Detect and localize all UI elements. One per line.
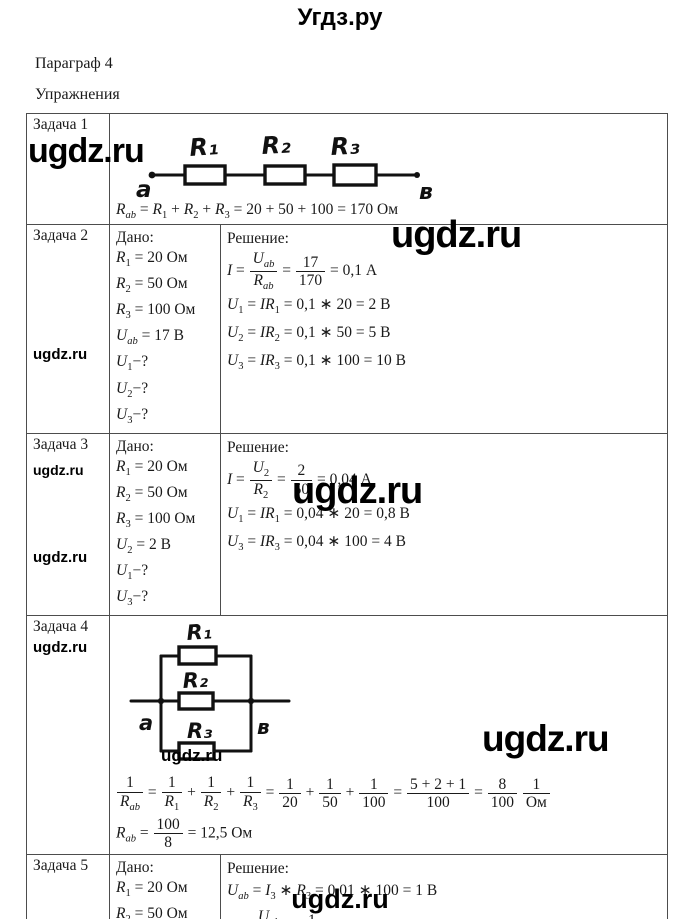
task-3-label: Задача 3 (26, 432, 110, 617)
task-5-label: Задача 5 (26, 854, 110, 919)
paragraph-heading: Параграф 4 (35, 55, 113, 72)
task-3-given: Дано: R1 = 20 Ом R2 = 50 Ом R3 = 100 Ом … (109, 432, 221, 617)
solution-line: U3 = IR3 = 0,04 ∗ 100 = 4 В (227, 532, 406, 553)
watermark: ugdz.ru (482, 718, 610, 759)
given-line: U1−? (116, 562, 149, 583)
given-heading: Дано: (116, 437, 154, 455)
given-line: U2 = 2 В (116, 536, 171, 557)
task-5-given: Дано: R1 = 20 Ом R2 = 50 Ом R3 = 100 Ом … (109, 854, 221, 919)
resistor-r3-label: R₃ (330, 131, 361, 161)
solution-line: U1 = IR1 = 0,1 ∗ 20 = 2 В (227, 295, 391, 316)
task-1-label: Задача 1 (26, 112, 110, 226)
resistor-r1-label: R₁ (188, 132, 219, 162)
given-line: R3 = 100 Ом (116, 301, 196, 322)
task-1-formula: Rab = R1 + R2 + R3 = 20 + 50 + 100 = 170… (116, 201, 399, 222)
terminal-a-dot (148, 171, 156, 179)
task-row-2: Задача 2 Дано: R1 = 20 Ом R2 = 50 Ом R3 … (26, 224, 668, 434)
terminal-b-dot (414, 172, 420, 178)
node-a-dot (157, 698, 165, 705)
resistor-r3-label: R₃ (187, 719, 212, 743)
solution-heading: Решение: (227, 230, 289, 248)
solution-line: U1 = IR1 = 0,04 ∗ 20 = 0,8 В (227, 504, 410, 525)
solution-line: U2 = IR2 = 0,1 ∗ 50 = 5 В (227, 324, 391, 345)
task-row-3: Задача 3 Дано: R1 = 20 Ом R2 = 50 Ом R3 … (26, 432, 668, 617)
resistor-r1-label: R₁ (186, 620, 213, 646)
terminal-a-label: a (136, 177, 152, 200)
given-line: U2−? (116, 379, 149, 400)
watermark: ugdz.ru (391, 214, 522, 256)
node-b-dot (247, 698, 255, 705)
given-line: U3−? (116, 405, 149, 426)
resistor-r2-label: R₂ (182, 668, 209, 693)
watermark: ugdz.ru (28, 132, 145, 170)
task-5-solution: Решение: Uab = I3 ∗ R3 = 0,01 ∗ 100 = 1 … (220, 854, 668, 919)
given-line: R1 = 20 Ом (116, 249, 188, 270)
task-2-given: Дано: R1 = 20 Ом R2 = 50 Ом R3 = 100 Ом … (109, 224, 221, 434)
given-line: R1 = 20 Ом (116, 457, 188, 478)
series-circuit-diagram: R₁ R₂ R₃ a в (136, 130, 433, 200)
watermark: ugdz.ru (33, 639, 88, 656)
task-2-label: Задача 2 (26, 224, 110, 434)
exercises-heading: Упражнения (35, 86, 120, 103)
task-1-content: R₁ R₂ R₃ a в Rab = R1 + R2 + R3 = 20 + 5… (109, 112, 668, 226)
task-row-1: Задача 1 R₁ R₂ R₃ a в Rab = R1 + R2 + R3… (26, 112, 668, 226)
parallel-circuit-diagram: R₁ R₂ R₃ a в (129, 620, 291, 762)
given-line: R2 = 50 Ом (116, 905, 188, 919)
solution-line: I1 = UabR1 = 120 = 0,05 А (227, 908, 663, 919)
watermark: ugdz.ru (33, 346, 88, 363)
task-row-4: Задача 4 R₁ R₂ R₃ a в (26, 615, 668, 856)
node-a-label: a (139, 711, 153, 735)
given-heading: Дано: (116, 859, 154, 877)
resistor-r2-label: R₂ (261, 130, 292, 160)
given-line: R1 = 20 Ом (116, 879, 188, 900)
solution-line: U3 = IR3 = 0,1 ∗ 100 = 10 В (227, 352, 406, 373)
watermark: ugdz.ru (33, 462, 84, 478)
terminal-b-label: в (419, 180, 433, 200)
solution-heading: Решение: (227, 438, 289, 456)
footer-watermark: ugdz.ru (291, 884, 389, 914)
given-line: R2 = 50 Ом (116, 275, 188, 296)
given-heading: Дано: (116, 229, 154, 247)
site-title: Угдз.ру (297, 4, 383, 31)
given-line: R2 = 50 Ом (116, 483, 188, 504)
solution-heading: Решение: (227, 860, 289, 878)
node-b-label: в (257, 715, 270, 739)
watermark: ugdz.ru (33, 549, 88, 566)
given-line: Uab = 17 В (116, 327, 184, 348)
tasks-table: Задача 1 R₁ R₂ R₃ a в Rab = R1 + R2 + R3… (26, 112, 668, 919)
given-line: U1−? (116, 353, 149, 374)
watermark: ugdz.ru (161, 746, 223, 765)
watermark: ugdz.ru (292, 470, 423, 512)
solution-line: Uab = I3 ∗ R3 = 0,01 ∗ 100 = 1 В (227, 882, 438, 903)
given-line: U3−? (116, 588, 149, 609)
given-line: R3 = 100 Ом (116, 509, 196, 531)
task-4-label: Задача 4 (26, 615, 110, 856)
task-row-5: Задача 5 Дано: R1 = 20 Ом R2 = 50 Ом R3 … (26, 854, 668, 919)
